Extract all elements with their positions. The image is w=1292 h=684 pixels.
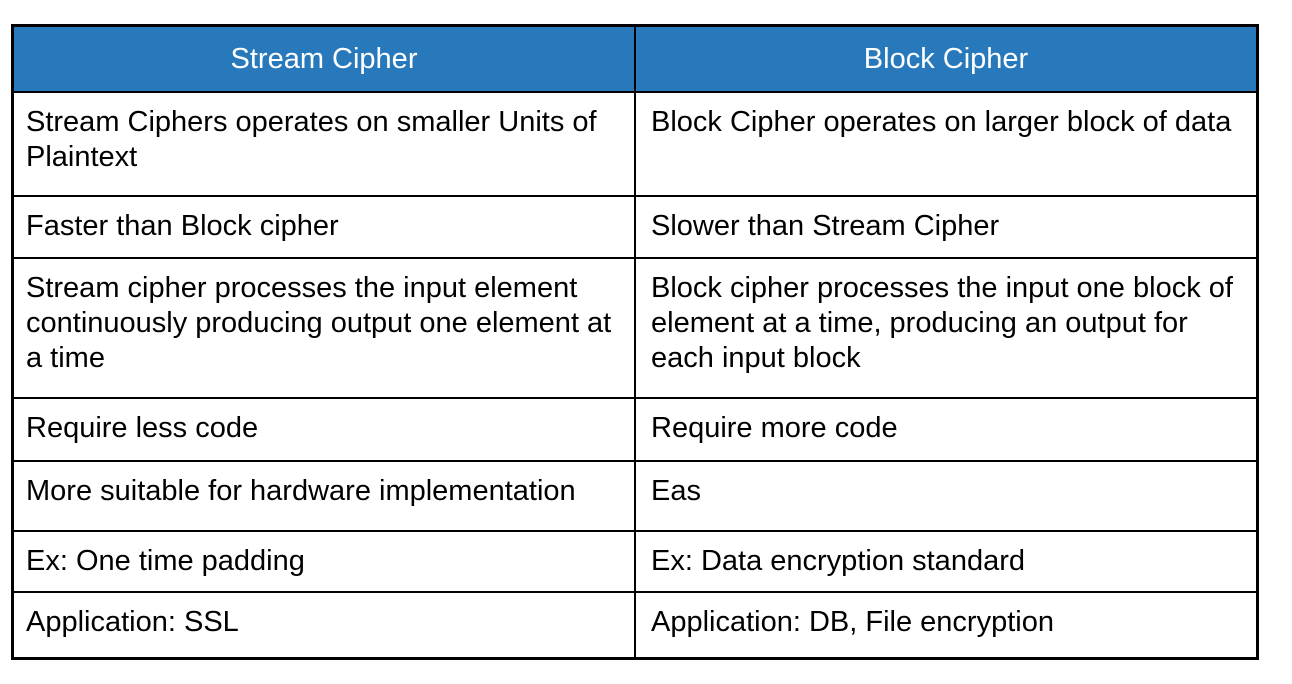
block-cipher-cell: Block Cipher operates on larger block of… <box>634 91 1259 197</box>
table-row: Ex: One time padding Ex: Data encryption… <box>11 530 1259 593</box>
stream-cipher-cell: Application: SSL <box>11 591 636 660</box>
block-cipher-cell: Ex: Data encryption standard <box>634 530 1259 593</box>
stream-cipher-cell: More suitable for hardware implementatio… <box>11 460 636 532</box>
stream-cipher-cell: Faster than Block cipher <box>11 195 636 259</box>
block-cipher-cell: Block cipher processes the input one blo… <box>634 257 1259 399</box>
stream-cipher-cell: Require less code <box>11 397 636 462</box>
table-row: Require less code Require more code <box>11 397 1259 462</box>
stream-cipher-cell: Stream Ciphers operates on smaller Units… <box>11 91 636 197</box>
table-row: Application: SSL Application: DB, File e… <box>11 591 1259 660</box>
stream-cipher-cell: Ex: One time padding <box>11 530 636 593</box>
stream-cipher-cell: Stream cipher processes the input elemen… <box>11 257 636 399</box>
block-cipher-cell: Eas <box>634 460 1259 532</box>
block-cipher-cell: Slower than Stream Cipher <box>634 195 1259 259</box>
table-row: More suitable for hardware implementatio… <box>11 460 1259 532</box>
table-header-row: Stream Cipher Block Cipher <box>11 24 1259 93</box>
table-row: Faster than Block cipher Slower than Str… <box>11 195 1259 259</box>
cipher-comparison-table: Stream Cipher Block Cipher Stream Cipher… <box>11 24 1259 660</box>
block-cipher-cell: Require more code <box>634 397 1259 462</box>
block-cipher-cell: Application: DB, File encryption <box>634 591 1259 660</box>
table-row: Stream Ciphers operates on smaller Units… <box>11 91 1259 197</box>
table-row: Stream cipher processes the input elemen… <box>11 257 1259 399</box>
block-cipher-header: Block Cipher <box>634 24 1259 93</box>
stream-cipher-header: Stream Cipher <box>11 24 636 93</box>
